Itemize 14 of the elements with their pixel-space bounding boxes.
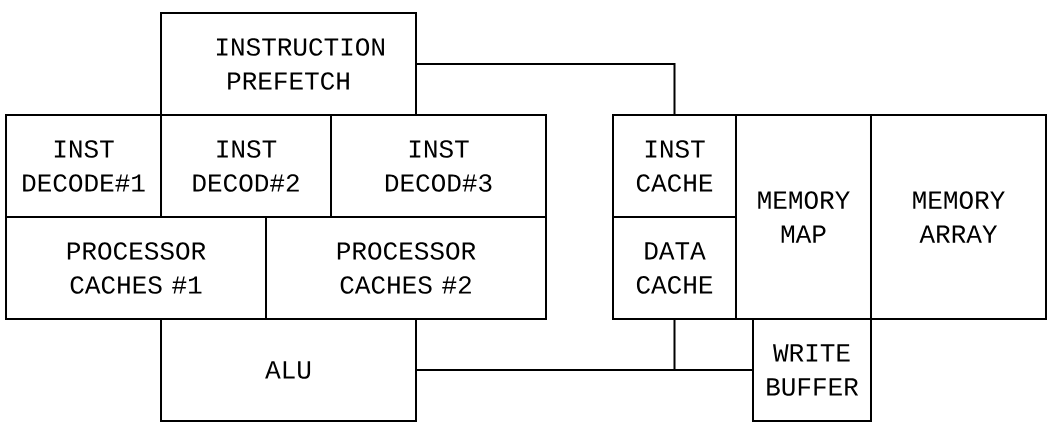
connector-line [416,63,676,115]
process-box: INST DECOD#2 [160,114,332,218]
process-box: INST DECOD#3 [330,114,547,218]
process-box: ALU [160,318,417,422]
connector-line [673,319,753,371]
process-box: INST CACHE [612,114,737,218]
process-box: MEMORY MAP [735,114,872,320]
process-box: INST DECODE#1 [5,114,162,218]
process-box: WRITE BUFFER [752,318,872,422]
process-box: PROCESSOR CACHES #1 [5,216,267,320]
process-box: PROCESSOR CACHES #2 [265,216,547,320]
process-box: DATA CACHE [612,216,737,320]
process-box: INSTRUCTION PREFETCH [160,12,417,116]
process-box: MEMORY ARRAY [870,114,1047,320]
